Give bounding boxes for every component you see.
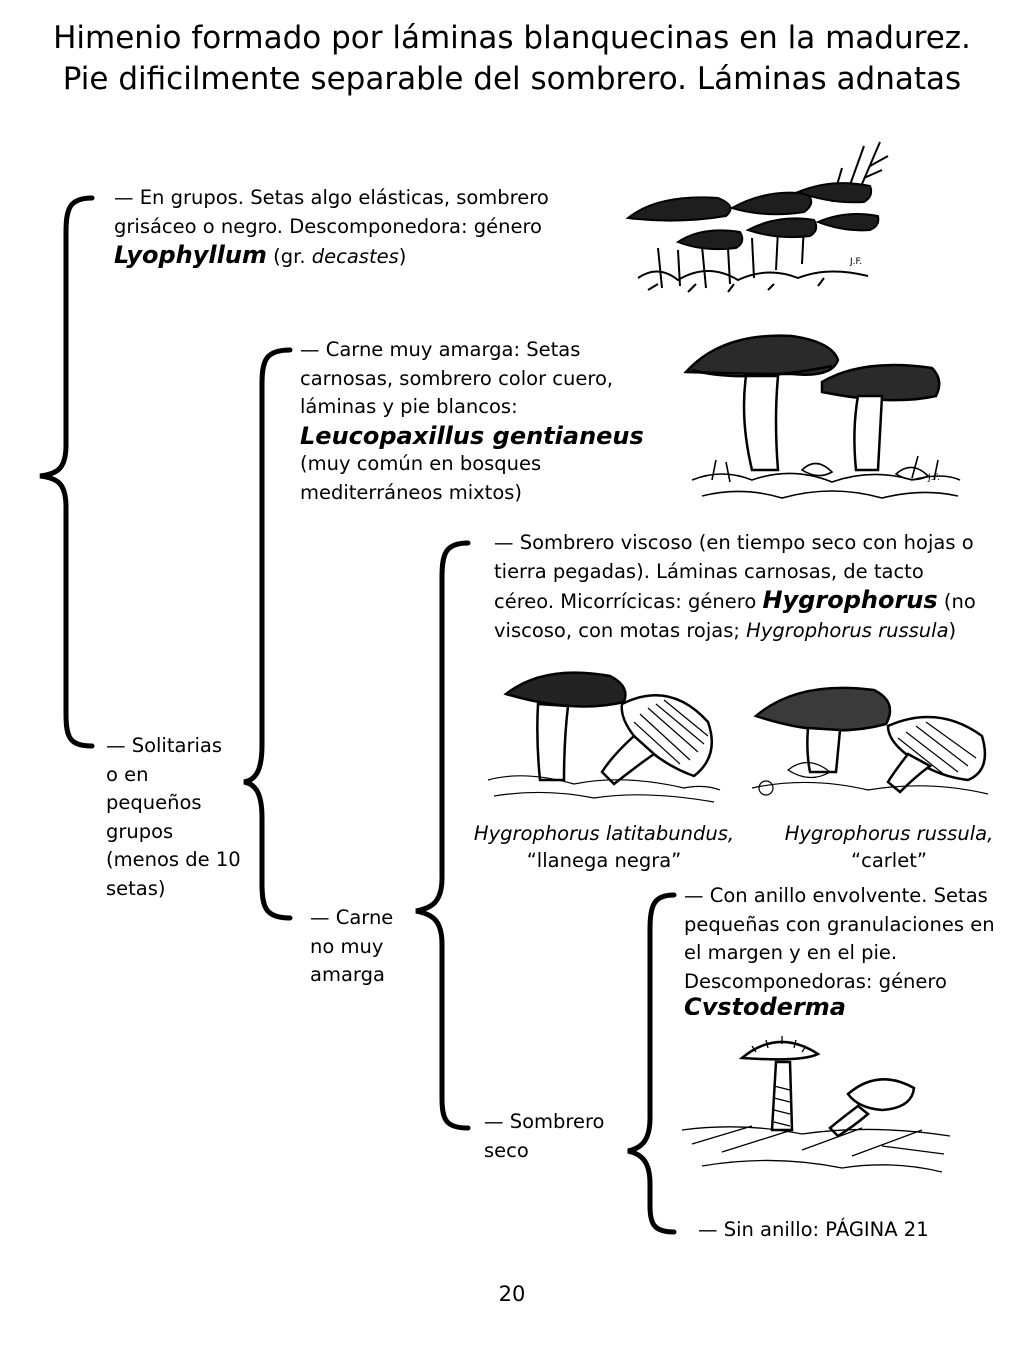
lead-grupos-paren-open: (gr. (266, 245, 312, 268)
page-number: 20 (498, 1282, 526, 1306)
lead-no-amarga-line2: no muy (310, 934, 384, 958)
brace-level-3 (415, 540, 471, 1131)
title-line-1: Himenio formado por láminas blanquecinas… (53, 20, 971, 56)
brace-level-2 (243, 347, 293, 921)
lead-viscoso-line4: viscoso, con motas rojas; Hygrophorus ru… (494, 617, 976, 646)
lead-con-anillo: — Con anillo envolvente. Setas pequeñas … (684, 882, 995, 996)
lead-grupos-line3: Lyophyllum (gr. decastes) (114, 241, 549, 272)
genus-hygrophorus: Hygrophorus (762, 586, 938, 614)
lead-carne-no-muy-amarga: — Carne no muy amarga (310, 904, 393, 990)
lead-no-amarga-line3: amarga (310, 963, 385, 986)
lead-amarga-line1: — Carne muy amarga: Setas (300, 338, 581, 361)
lead-solitarias-line6: setas) (106, 876, 166, 900)
caption-latitabundus-line2: “llanega negra” (526, 849, 682, 872)
lead-anillo-line3: el margen y en el pie. (684, 941, 898, 964)
lead-grupos-line2: grisáceo o negro. Descomponedora: género (114, 214, 542, 238)
signature-jf-1: J.F. (849, 257, 862, 267)
lead-amarga-line2: carnosas, sombrero color cuero, (300, 366, 614, 390)
lead-solitarias-line3: pequeños (106, 791, 202, 814)
genus-cystoderma-clipped: Cystoderma (684, 996, 884, 1015)
lead-anillo-line2: pequeñas con granulaciones en (684, 912, 995, 936)
lead-viscoso-line3: céreo. Micorrícicas: género Hygrophorus … (494, 586, 976, 617)
species-leucopaxillus-gentianeus: Leucopaxillus gentianeus (300, 421, 644, 450)
lead-viscoso-line4-end: ) (948, 618, 957, 642)
leucopaxillus-illustration: J.F. (683, 334, 961, 499)
caption-russula-line1: Hygrophorus russula, (784, 822, 994, 845)
caption-latitabundus-line1: Hygrophorus latitabundus, (473, 822, 735, 845)
lead-sombrero-seco: — Sombrero seco (484, 1108, 605, 1165)
lead-solitarias-line5: (menos de 10 (106, 848, 241, 871)
hygrophorus-russula-illustration (751, 686, 989, 796)
lead-solitarias-line1: — Solitarias (106, 734, 222, 757)
lead-amarga-line5: mediterráneos mixtos) (300, 480, 523, 504)
lead-no-amarga-line1: — Carne (310, 906, 394, 929)
brace-level-1 (39, 195, 95, 749)
genus-lyophyllum: Lyophyllum (114, 241, 267, 269)
lead-sin-anillo: — Sin anillo: PÁGINA 21 (698, 1216, 929, 1245)
lead-solitarias-line4: grupos (106, 819, 174, 843)
lead-solitarias: — Solitarias o en pequeños grupos (menos… (106, 732, 241, 903)
lead-viscoso-line2: tierra pegadas). Láminas carnosas, de ta… (494, 559, 924, 583)
lead-viscoso-line3-end: (no (937, 590, 976, 613)
lead-grupos-line1: — En grupos. Setas algo elásticas, sombr… (114, 186, 549, 209)
lead-viscoso-line1: — Sombrero viscoso (en tiempo seco con h… (494, 531, 974, 554)
lead-anillo-line1: — Con anillo envolvente. Setas (684, 884, 988, 907)
signature-jf-2: J.F. (927, 473, 940, 483)
lyophyllum-illustration: J.F. (625, 141, 889, 293)
cystoderma-illustration (682, 1036, 950, 1173)
lead-viscoso-line3-text: céreo. Micorrícicas: género (494, 590, 763, 613)
page-title: Himenio formado por láminas blanquecinas… (0, 18, 1024, 100)
lead-viscoso-line4-text: viscoso, con motas rojas; (494, 618, 747, 642)
caption-latitabundus: Hygrophorus latitabundus, “llanega negra… (456, 820, 752, 874)
lead-sombrero-viscoso: — Sombrero viscoso (en tiempo seco con h… (494, 529, 976, 645)
lead-anillo-line4: Descomponedoras: género (684, 969, 947, 993)
caption-russula: Hygrophorus russula, “carlet” (770, 820, 1008, 874)
hygrophorus-latitabundus-illustration (487, 671, 721, 803)
lead-grupos-paren-close: ) (398, 245, 407, 268)
brace-level-4 (627, 892, 677, 1235)
genus-cystoderma: Cystoderma (684, 996, 846, 1015)
lead-sin-anillo-line1: — Sin anillo: PÁGINA 21 (698, 1218, 929, 1241)
lead-seco-line1: — Sombrero (484, 1110, 605, 1133)
lead-en-grupos: — En grupos. Setas algo elásticas, sombr… (114, 184, 549, 272)
lead-carne-muy-amarga: — Carne muy amarga: Setas carnosas, somb… (300, 336, 644, 507)
lead-solitarias-line2: o en (106, 762, 149, 786)
lead-seco-line2: seco (484, 1138, 529, 1162)
species-decastes: decastes (311, 245, 399, 268)
lead-amarga-line3: láminas y pie blancos: (300, 395, 518, 418)
caption-russula-line2: “carlet” (851, 849, 927, 872)
species-hygrophorus-russula-ref: Hygrophorus russula (746, 618, 949, 642)
title-line-2: Pie dificilmente separable del sombrero.… (62, 61, 962, 97)
lead-amarga-line4: (muy común en bosques (300, 452, 542, 475)
